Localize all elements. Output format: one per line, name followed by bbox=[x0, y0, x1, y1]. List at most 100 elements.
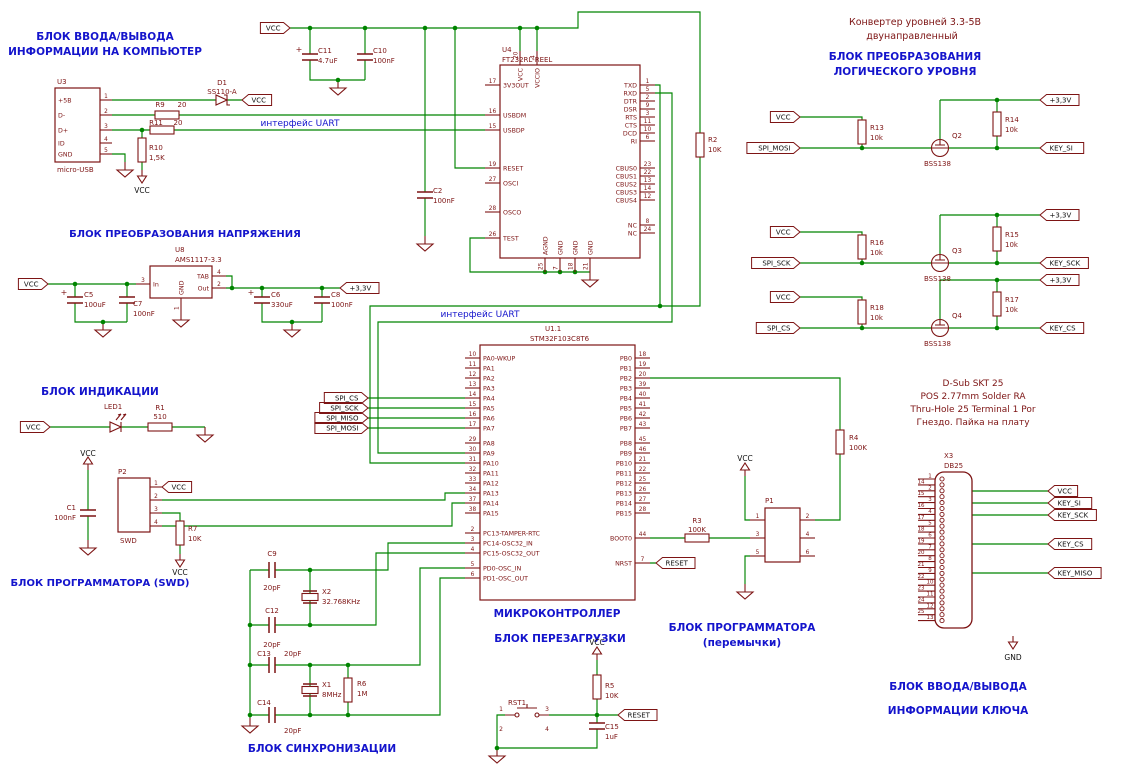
ref-p2: P2 bbox=[118, 468, 127, 476]
val-r18: 10k bbox=[870, 314, 884, 322]
net-label-SPI_MOSI: SPI_MOSI bbox=[326, 425, 358, 433]
U1-pinname-PA12: PA12 bbox=[483, 480, 499, 487]
val-r1: 510 bbox=[153, 413, 166, 421]
U4-pinname-OSCI: OSCI bbox=[503, 180, 518, 187]
U4-pinname-RESET: RESET bbox=[503, 165, 523, 172]
U1-pin-21: 21 bbox=[639, 457, 647, 463]
U8-pinname-In: In bbox=[153, 281, 159, 288]
U4-pin-15: 15 bbox=[489, 124, 497, 130]
U1-pin-13: 13 bbox=[469, 382, 477, 388]
ref-r7: R7 bbox=[188, 525, 197, 533]
Q4-mosfet bbox=[930, 318, 950, 338]
U4-pinname-CBUS2: CBUS2 bbox=[616, 181, 637, 188]
net-label-SPI_SCK: SPI_SCK bbox=[762, 260, 791, 268]
net-label-VCC: VCC bbox=[776, 114, 791, 122]
val-r7: 10K bbox=[188, 535, 202, 543]
db25-pin-circle bbox=[939, 488, 945, 494]
U3-pinname-+5B: +5B bbox=[58, 97, 72, 104]
net-label-VCC: VCC bbox=[172, 484, 187, 492]
U1-pinname-PB13: PB13 bbox=[616, 490, 632, 497]
title-jumpers-1: БЛОК ПРОГРАММАТОРА bbox=[669, 622, 817, 634]
R16-resistor bbox=[857, 234, 867, 260]
R11-resistor bbox=[149, 125, 175, 135]
U4-pinname-GND: GND bbox=[558, 240, 565, 255]
db25-pin-circle bbox=[939, 564, 945, 571]
U4-pin-24: 24 bbox=[644, 227, 652, 233]
U4-pinname-RTS: RTS bbox=[625, 114, 637, 121]
U1-pinname-PB0: PB0 bbox=[620, 355, 632, 362]
plus-c6: + bbox=[248, 288, 255, 297]
P1-body bbox=[764, 507, 801, 563]
pwr-vcc-p2: VCC bbox=[80, 449, 96, 458]
net-flag-VCC bbox=[769, 226, 801, 238]
ref-p1: P1 bbox=[765, 497, 774, 505]
net-label-SPI_MISO: SPI_MISO bbox=[326, 415, 359, 423]
U1-pin-38: 38 bbox=[469, 507, 477, 513]
U4-pin-26: 26 bbox=[489, 232, 497, 238]
U1-pinname-PB5: PB5 bbox=[620, 405, 632, 412]
U1-pinname-PB14: PB14 bbox=[616, 500, 632, 507]
val-x2: 32.768KHz bbox=[322, 598, 360, 606]
net-flag-KEY_MISO bbox=[1047, 567, 1102, 579]
db25-pin-11: 11 bbox=[927, 592, 934, 598]
title-voltage: БЛОК ПРЕОБРАЗОВАНИЯ НАПРЯЖЕНИЯ bbox=[69, 229, 301, 240]
U4-pin-10: 10 bbox=[644, 127, 652, 133]
U4-pin-16: 16 bbox=[489, 109, 497, 115]
U1-pin-34: 34 bbox=[469, 487, 477, 493]
U4-pin-8: 8 bbox=[646, 219, 650, 225]
db25-pin-circle bbox=[939, 582, 945, 588]
U4-pinname-CTS: CTS bbox=[625, 122, 637, 129]
R7-resistor bbox=[175, 520, 185, 546]
val-c12: 20pF bbox=[263, 641, 280, 649]
label-uart-2: интерфейс UART bbox=[441, 310, 520, 320]
U1-pinname-PC14-OSC32_IN: PC14-OSC32_IN bbox=[483, 540, 533, 547]
db25-pin-circle bbox=[939, 612, 945, 618]
val-c5: 100uF bbox=[84, 301, 106, 309]
net-flag-KEY_SI bbox=[1039, 142, 1085, 154]
db25-pin-16: 16 bbox=[918, 503, 925, 509]
note-dsub-3: Thru-Hole 25 Terminal 1 Por bbox=[909, 405, 1035, 415]
U1-pin-30: 30 bbox=[469, 447, 477, 453]
C6-capacitor bbox=[253, 296, 271, 304]
U1-pinname-PB12: PB12 bbox=[616, 480, 632, 487]
U3-pin-5: 5 bbox=[104, 148, 108, 154]
Q3-mosfet bbox=[930, 253, 950, 273]
LED1-led bbox=[109, 413, 127, 433]
U4-pin-23: 23 bbox=[644, 162, 652, 168]
val-d1: SS110-A bbox=[207, 88, 237, 96]
net-label-+3,3V: +3,3V bbox=[350, 285, 372, 293]
U4-pin-1: 1 bbox=[646, 79, 650, 85]
net-label-+3,3V: +3,3V bbox=[1050, 97, 1072, 105]
U1-pinname-BOOT0: BOOT0 bbox=[610, 535, 632, 542]
U4-pin-2: 2 bbox=[646, 95, 650, 101]
ref-rst1: RST1 bbox=[508, 699, 526, 707]
U4-pinname-3V3OUT: 3V3OUT bbox=[503, 82, 529, 89]
net-flag-VCC bbox=[241, 94, 273, 106]
net-flag-VCC bbox=[769, 291, 801, 303]
ref-c6: C6 bbox=[271, 291, 281, 299]
ref-q4: Q4 bbox=[952, 312, 963, 320]
U4-pin-6: 6 bbox=[646, 135, 650, 141]
ground-symbols bbox=[79, 79, 754, 764]
U1-pin-4: 4 bbox=[471, 547, 475, 553]
U1-pin-18: 18 bbox=[639, 352, 647, 358]
U4-pin-17: 17 bbox=[489, 79, 497, 85]
discrete-components bbox=[66, 53, 1002, 730]
U1-pinname-PC13-TAMPER-RTC: PC13-TAMPER-RTC bbox=[483, 530, 541, 537]
db25-pin-21: 21 bbox=[918, 562, 925, 568]
U4-pin-25: 25 bbox=[539, 262, 545, 270]
note-converter-1: Конвертер уровней 3.3-5В bbox=[849, 17, 981, 28]
net-flag-+3,3V bbox=[1039, 209, 1080, 221]
net-flag-SPI_SCK bbox=[319, 402, 369, 414]
U8-pin-1: 1 bbox=[175, 306, 181, 310]
U4-pin-19: 19 bbox=[489, 162, 497, 168]
db25-pin-circle bbox=[939, 482, 945, 488]
title-swd: БЛОК ПРОГРАММАТОРА (SWD) bbox=[11, 578, 190, 589]
ref-led1: LED1 bbox=[104, 403, 122, 411]
U4-pin-20: 20 bbox=[514, 51, 520, 59]
pwr-vcc-r10: VCC bbox=[134, 186, 150, 195]
ref-c14: C14 bbox=[257, 699, 271, 707]
U1-pin-25: 25 bbox=[639, 477, 647, 483]
ref-r16: R16 bbox=[870, 239, 884, 247]
